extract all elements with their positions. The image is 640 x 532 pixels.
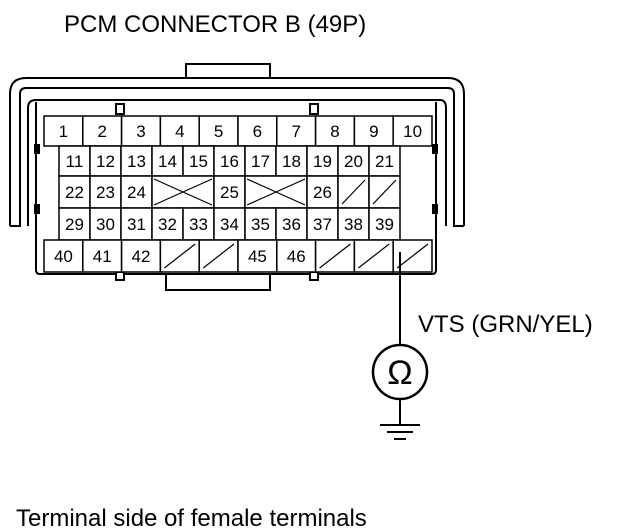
pin-number: 21 — [375, 152, 394, 171]
empty-slash — [341, 179, 366, 205]
pin-cell — [58, 145, 91, 177]
pin-number: 7 — [291, 122, 300, 141]
empty-slash — [202, 243, 235, 269]
pin-cell — [151, 145, 184, 177]
pin-number: 31 — [127, 215, 146, 234]
pin-cell — [353, 115, 394, 147]
pin-number: 10 — [403, 122, 422, 141]
pin-number: 29 — [65, 215, 84, 234]
pin-cell — [213, 145, 246, 177]
pin-cell — [368, 145, 401, 177]
pin-cell — [182, 145, 215, 177]
pin-number: 24 — [127, 183, 146, 202]
pin-number: 41 — [93, 247, 112, 266]
diagram-title: PCM CONNECTOR B (49P) — [64, 11, 366, 38]
pin-number: 30 — [96, 215, 115, 234]
pin-number: 46 — [287, 247, 306, 266]
pin-cell — [198, 115, 239, 147]
pin-cell — [337, 145, 370, 177]
pin-number: 19 — [313, 152, 332, 171]
pin-number: 5 — [214, 122, 223, 141]
pin-number: 34 — [220, 215, 239, 234]
pin-number: 33 — [189, 215, 208, 234]
pin-cell — [237, 239, 278, 273]
pin-cell — [213, 175, 246, 209]
pin-number: 3 — [136, 122, 145, 141]
pin-number: 16 — [220, 152, 239, 171]
empty-slash — [396, 243, 429, 269]
pin-number: 39 — [375, 215, 394, 234]
pin-number: 14 — [158, 152, 177, 171]
pin-cell — [276, 239, 317, 273]
pin-cell — [89, 145, 122, 177]
pin-number: 42 — [132, 247, 151, 266]
pin-number: 2 — [97, 122, 106, 141]
pin-number: 45 — [248, 247, 267, 266]
ground-icon — [380, 424, 420, 440]
pin-number: 8 — [330, 122, 339, 141]
pin-number: 20 — [344, 152, 363, 171]
pin-cell — [275, 145, 308, 177]
empty-slash — [372, 179, 397, 205]
pin-number: 40 — [54, 247, 73, 266]
pin-cell — [120, 239, 162, 273]
pin-number: 12 — [96, 152, 115, 171]
pin-cell — [276, 115, 317, 147]
pin-number: 17 — [251, 152, 270, 171]
pin-number: 18 — [282, 152, 301, 171]
pin-cell — [120, 207, 153, 241]
blocked-cross — [246, 178, 306, 206]
pin-number: 9 — [369, 122, 378, 141]
pin-number: 15 — [189, 152, 208, 171]
pin-number: 13 — [127, 152, 146, 171]
pin-cell — [58, 207, 91, 241]
pin-cell — [89, 175, 122, 209]
pin-number: 36 — [282, 215, 301, 234]
pin-number: 11 — [66, 152, 84, 171]
ohmmeter-icon: Ω — [371, 343, 429, 401]
pin-number: 6 — [253, 122, 262, 141]
pin-number: 25 — [220, 183, 239, 202]
pin-number: 32 — [158, 215, 177, 234]
blocked-cross — [153, 178, 213, 206]
pin-cell — [392, 115, 433, 147]
wire-label: VTS (GRN/YEL) — [418, 311, 593, 338]
pin-number: 37 — [313, 215, 332, 234]
pin-number: 26 — [313, 183, 332, 202]
pin-number: 38 — [344, 215, 363, 234]
empty-slash — [319, 243, 351, 269]
pin-cell — [43, 239, 84, 273]
ohm-symbol: Ω — [387, 354, 412, 392]
pin-number: 23 — [96, 183, 115, 202]
pin-number: 4 — [175, 122, 184, 141]
pin-number: 22 — [65, 183, 84, 202]
empty-slash — [164, 243, 196, 269]
pin-cell — [82, 239, 123, 273]
pin-number: 35 — [251, 215, 270, 234]
pin-cell — [58, 175, 91, 209]
empty-slash — [358, 243, 390, 269]
pin-number: 1 — [59, 122, 68, 141]
diagram-caption: Terminal side of female terminals — [16, 505, 367, 532]
connector-latches — [34, 144, 438, 214]
